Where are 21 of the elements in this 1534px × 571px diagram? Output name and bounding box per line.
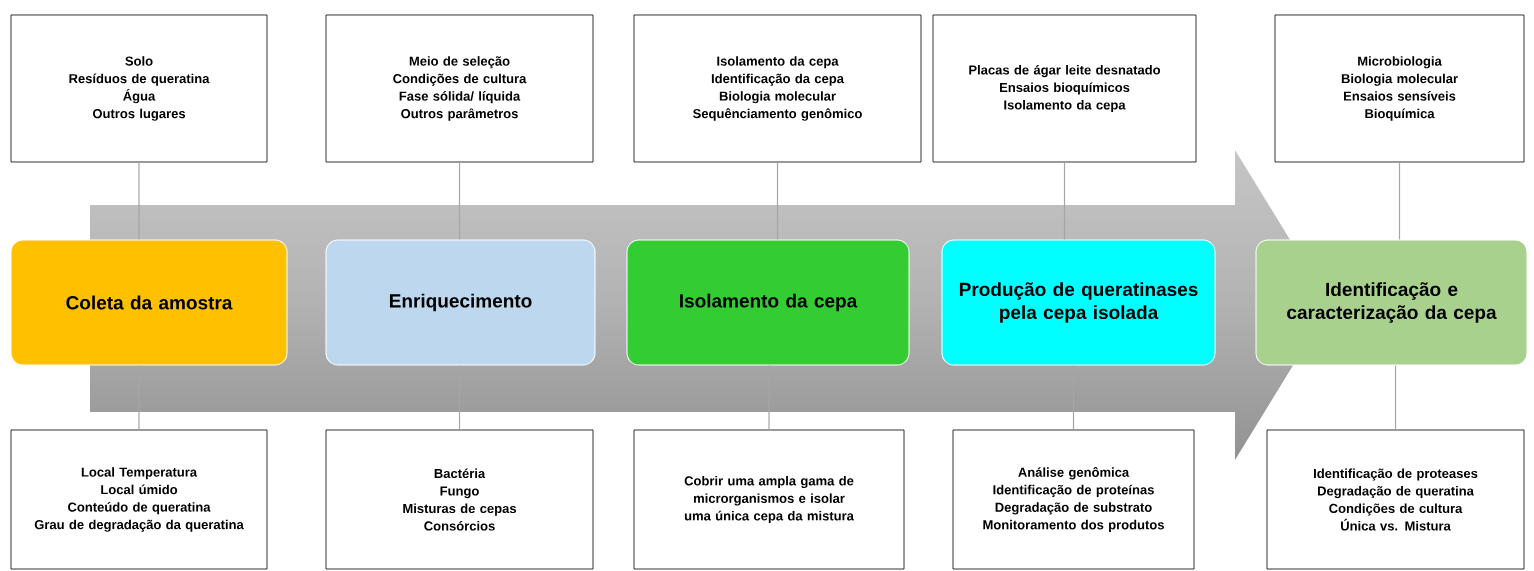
stage-box: Isolamento da cepa <box>626 239 910 366</box>
connector-line <box>458 161 461 241</box>
info-box: Isolamento da cepa Identificação da cepa Biologia molecular Sequênciamento genômico <box>633 14 922 163</box>
info-box: Microbiologia Biologia molecular Ensaios sensíveis Bioquímica <box>1274 14 1525 163</box>
info-box: Cobrir uma ampla gama de microrganismos e isolar uma única cepa da mistura <box>633 429 905 570</box>
connector-line <box>776 161 779 241</box>
stage-box: Coleta da amostra <box>10 239 288 366</box>
stage-box: Identificação e caracterização da cepa <box>1255 239 1528 366</box>
stage-box: Enriquecimento <box>325 239 596 366</box>
connector-line <box>138 161 140 241</box>
info-box: Solo Resíduos de queratina Água Outros lugares <box>10 14 268 163</box>
info-box: Local Temperatura Local úmido Conteúdo de queratina Grau de degradação da queratina <box>10 429 268 570</box>
info-box: Análise genômica Identificação de proteínas Degradação de substrato Monitoramento dos produtos <box>952 429 1195 570</box>
connector-line <box>1398 161 1401 241</box>
connector-line <box>1394 364 1397 431</box>
stage-box: Produção de queratinases pela cepa isolada <box>941 239 1216 366</box>
info-box: Meio de seleção Condições de cultura Fase sólida/ líquida Outros parâmetros <box>325 14 594 163</box>
info-box: Bactéria Fungo Misturas de cepas Consórcios <box>325 429 594 570</box>
info-box: Identificação de proteases Degradação de queratina Condições de cultura Única vs. Mistura <box>1266 429 1525 570</box>
info-box: Placas de ágar leite desnatado Ensaios bioquímicos Isolamento da cepa <box>932 14 1197 163</box>
connector-line <box>1063 161 1066 241</box>
